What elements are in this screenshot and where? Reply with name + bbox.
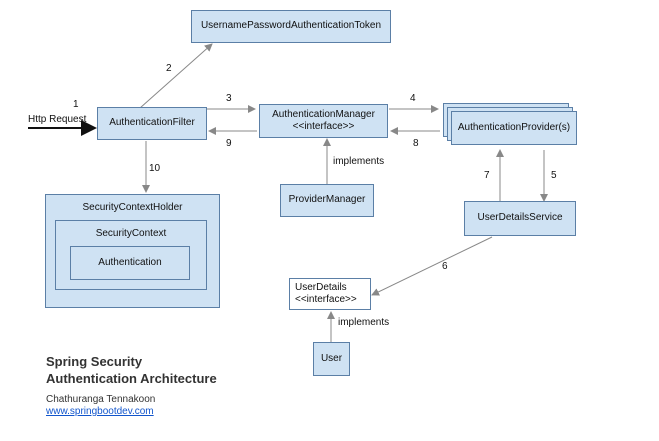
user-details-service-box: UserDetailsService bbox=[464, 201, 576, 236]
website-link[interactable]: www.springbootdev.com bbox=[46, 406, 154, 417]
step-1: 1 bbox=[73, 99, 79, 110]
http-request-label: Http Request bbox=[28, 114, 87, 125]
diagram-title: Spring Security Authentication Architect… bbox=[46, 353, 217, 387]
authentication-manager-label: AuthenticationManager bbox=[272, 108, 375, 120]
authentication-provider-box: AuthenticationProvider(s) bbox=[451, 111, 577, 145]
step-8: 8 bbox=[413, 138, 419, 149]
author-name: Chathuranga Tennakoon bbox=[46, 394, 156, 405]
step-3: 3 bbox=[226, 93, 232, 104]
user-details-stereotype: <<interface>> bbox=[295, 294, 357, 305]
token-label: UsernamePasswordAuthenticationToken bbox=[200, 20, 382, 32]
provider-manager-label: ProviderManager bbox=[288, 194, 366, 206]
user-details-box: UserDetails <<interface>> bbox=[289, 278, 371, 310]
step-2: 2 bbox=[166, 63, 172, 74]
diagram-title-line1: Spring Security bbox=[46, 354, 143, 369]
diagram-title-line2: Authentication Architecture bbox=[46, 371, 217, 386]
authentication-box: Authentication bbox=[70, 246, 190, 280]
implements-user-label: implements bbox=[338, 317, 390, 328]
authentication-manager-stereotype: <<interface>> bbox=[292, 121, 355, 132]
implements-manager-label: implements bbox=[333, 156, 385, 167]
user-details-service-label: UserDetailsService bbox=[477, 212, 563, 224]
user-label: User bbox=[320, 352, 343, 364]
authentication-manager-box: AuthenticationManager <<interface>> bbox=[259, 104, 388, 138]
step-10: 10 bbox=[149, 163, 161, 174]
security-context-label: SecurityContext bbox=[95, 228, 167, 239]
provider-manager-box: ProviderManager bbox=[280, 184, 374, 217]
authentication-filter-label: AuthenticationFilter bbox=[109, 117, 195, 129]
token-box: UsernamePasswordAuthenticationToken bbox=[191, 10, 391, 43]
step-4: 4 bbox=[410, 93, 416, 104]
authentication-provider-label: AuthenticationProvider(s) bbox=[457, 121, 571, 133]
step-6: 6 bbox=[442, 261, 448, 272]
authentication-filter-box: AuthenticationFilter bbox=[97, 107, 207, 140]
user-box: User bbox=[313, 342, 350, 376]
authentication-label: Authentication bbox=[98, 256, 162, 268]
step-7: 7 bbox=[484, 170, 490, 181]
arrow-2 bbox=[139, 43, 213, 109]
step-9: 9 bbox=[226, 138, 232, 149]
user-details-label: UserDetails bbox=[295, 281, 347, 293]
arrow-6 bbox=[371, 236, 493, 296]
step-5: 5 bbox=[551, 170, 557, 181]
security-context-holder-label: SecurityContextHolder bbox=[82, 202, 183, 213]
